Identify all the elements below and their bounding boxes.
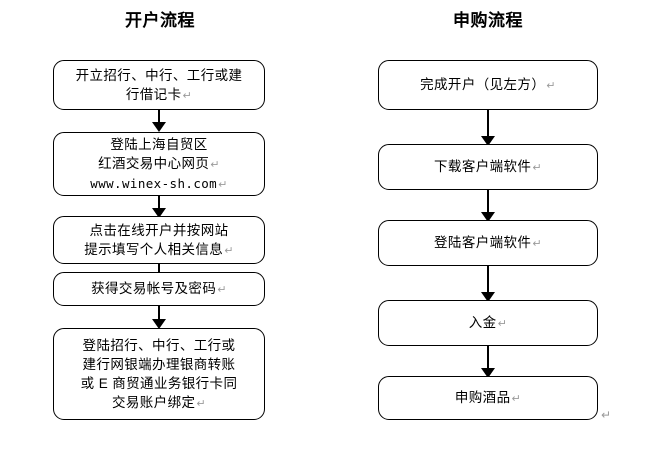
flow-step-text: 完成开户（见左方）↵ [414,75,562,95]
return-mark-icon: ↵ [224,243,234,257]
flow-step-box[interactable]: 登陆招行、中行、工行或 建行网银端办理银商转账 或 E 商贸通业务银行卡同 交易… [53,328,265,420]
column-title-subscription: 申购流程 [453,11,523,30]
flow-step-box[interactable]: 开立招行、中行、工行或建 行借记卡↵ [53,60,265,110]
flow-step-label: 下载客户端软件 [434,159,532,174]
return-mark-icon: ↵ [210,157,220,171]
connector-arrow [481,110,495,146]
flow-step-label: 开立招行、中行、工行或建 行借记卡 [75,67,243,102]
flow-step-text: 登陆客户端软件↵ [428,233,548,253]
flow-step-text: 点击在线开户并按网站 提示填写个人相关信息↵ [78,221,240,260]
flow-step-box[interactable]: 登陆客户端软件↵ [378,220,598,266]
flow-step-text: 下载客户端软件↵ [428,157,548,177]
flow-step-box[interactable]: 入金↵ [378,300,598,346]
flow-step-label: 点击在线开户并按网站 提示填写个人相关信息 [84,222,229,257]
flow-step-text: 登陆招行、中行、工行或 建行网银端办理银商转账 或 E 商贸通业务银行卡同 交易… [75,336,244,413]
return-mark-icon: ↵ [196,396,207,410]
return-mark-icon: ↵ [497,317,508,330]
return-mark-icon: ↵ [511,392,522,405]
flow-step-text: 申购酒品↵ [449,388,527,408]
flow-step-box[interactable]: 申购酒品↵ [378,376,598,420]
flow-step-box[interactable]: 完成开户（见左方）↵ [378,60,598,110]
flow-step-label: 完成开户（见左方） [420,77,546,92]
return-mark-icon: ↵ [218,177,228,191]
flow-step-box[interactable]: 下载客户端软件↵ [378,144,598,190]
connector-arrow [152,306,166,330]
return-mark-icon: ↵ [182,88,193,102]
flow-step-text: 开立招行、中行、工行或建 行借记卡↵ [70,66,249,105]
column-title-account-opening: 开户流程 [125,11,195,30]
connector-arrow [481,266,495,302]
return-mark-icon: ↵ [532,161,542,174]
flow-step-text: 登陆上海自贸区 红酒交易中心网页↵www.winex-sh.com↵ [84,135,233,194]
flow-step-label: 入金 [468,315,497,330]
connector-arrow [481,346,495,378]
flow-step-box[interactable]: 获得交易帐号及密码↵ [53,272,265,306]
flow-step-text: 获得交易帐号及密码↵ [85,279,233,299]
flow-step-label: 申购酒品 [454,390,511,405]
flow-step-label: 登陆上海自贸区 红酒交易中心网页 [98,136,210,171]
connector-arrow [152,196,166,218]
flow-step-box[interactable]: 登陆上海自贸区 红酒交易中心网页↵www.winex-sh.com↵ [53,132,265,196]
flow-step-box[interactable]: 点击在线开户并按网站 提示填写个人相关信息↵ [53,216,265,264]
stray-return-mark-icon: ↵ [601,408,612,422]
return-mark-icon: ↵ [532,237,542,250]
website-url: www.winex-sh.com [90,175,218,191]
return-mark-icon: ↵ [546,79,556,92]
flow-step-label: 登陆招行、中行、工行或 建行网银端办理银商转账 或 E 商贸通业务银行卡同 交易… [80,337,238,410]
flow-step-label: 登陆客户端软件 [434,235,532,250]
connector-arrow [481,190,495,222]
flow-step-label: 获得交易帐号及密码 [91,281,217,296]
return-mark-icon: ↵ [217,283,227,296]
flow-step-text: 入金↵ [463,313,513,333]
connector-arrow [152,110,166,132]
